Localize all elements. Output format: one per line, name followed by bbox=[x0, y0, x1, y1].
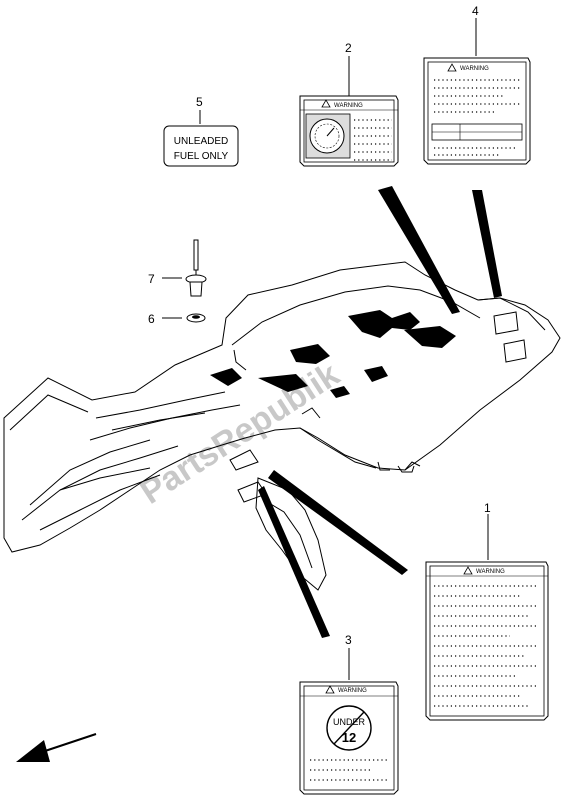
label-warning-2: WARNING bbox=[299, 95, 399, 167]
warning-triangle-icon bbox=[447, 63, 457, 72]
callout-1: 1 bbox=[484, 501, 491, 515]
warning-triangle-icon bbox=[463, 566, 473, 575]
warning-4-title: WARNING bbox=[460, 66, 489, 72]
under-12-line1: UNDER bbox=[333, 717, 366, 727]
callout-5: 5 bbox=[196, 95, 203, 109]
fuel-label-line2: FUEL ONLY bbox=[174, 151, 229, 162]
leader-3 bbox=[258, 486, 330, 638]
warning-triangle-icon bbox=[321, 99, 331, 108]
leader-4 bbox=[472, 190, 502, 298]
leader-lines bbox=[162, 18, 502, 680]
rivet-part-7 bbox=[185, 239, 207, 297]
warning-2-title: WARNING bbox=[334, 103, 363, 109]
washer-part-6 bbox=[186, 313, 206, 323]
label-warning-4: WARNING bbox=[423, 57, 531, 165]
fuel-label-line1: UNLEADED bbox=[174, 136, 228, 147]
label-unleaded-fuel-only: UNLEADED FUEL ONLY bbox=[163, 125, 239, 167]
warning-3-title: WARNING bbox=[338, 688, 367, 694]
callout-6: 6 bbox=[148, 312, 155, 326]
front-fender bbox=[3, 261, 561, 591]
callout-numbers: 1 2 3 4 5 6 7 bbox=[148, 4, 491, 647]
warning-triangle-icon bbox=[325, 685, 335, 694]
callout-2: 2 bbox=[345, 41, 352, 55]
label-warning-3: WARNING UNDER 12 bbox=[299, 681, 399, 795]
warning-1-title: WARNING bbox=[476, 569, 505, 575]
callout-4: 4 bbox=[472, 4, 479, 18]
arrow-front-left-icon bbox=[16, 733, 97, 762]
under-12-line2: 12 bbox=[342, 730, 356, 745]
label-warning-1: WARNING bbox=[425, 561, 549, 721]
leader-2 bbox=[378, 186, 460, 314]
callout-7: 7 bbox=[148, 272, 155, 286]
leader-1 bbox=[268, 470, 408, 575]
callout-3: 3 bbox=[345, 633, 352, 647]
fender-graphic bbox=[210, 310, 456, 398]
